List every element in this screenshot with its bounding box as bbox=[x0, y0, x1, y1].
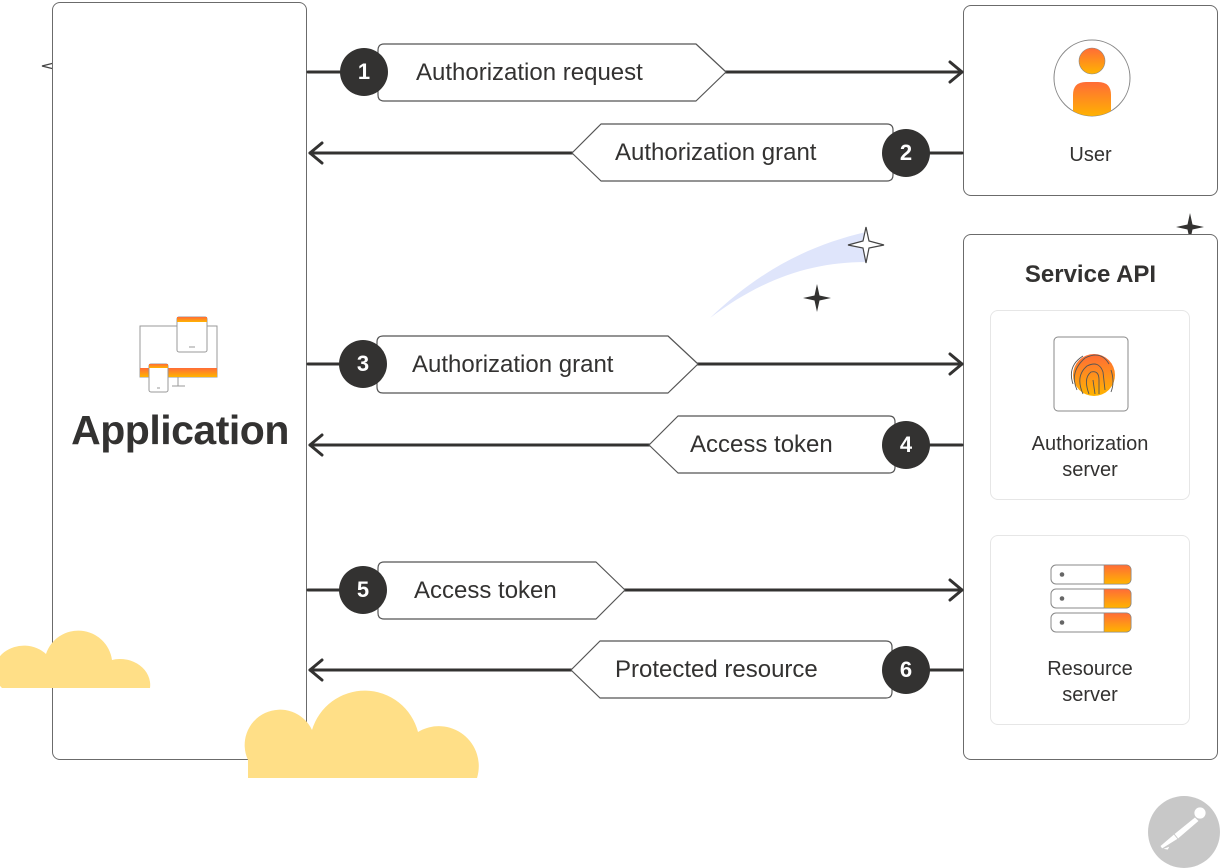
service-api-title: Service API bbox=[1024, 261, 1157, 288]
flow-2-label: Authorization grant bbox=[615, 139, 817, 166]
flow-6-label: Protected resource bbox=[615, 656, 818, 683]
user-avatar-icon bbox=[1053, 39, 1131, 117]
application-label: Application bbox=[71, 407, 289, 453]
step-4-badge: 4 bbox=[882, 421, 930, 469]
postman-logo-icon bbox=[1148, 796, 1220, 868]
flow-3-tag bbox=[376, 335, 699, 394]
flow-5-tag bbox=[377, 561, 626, 620]
step-3-badge: 3 bbox=[339, 340, 387, 388]
flow-1-arrowhead bbox=[948, 60, 964, 84]
fingerprint-icon bbox=[1053, 336, 1129, 412]
step-2-badge: 2 bbox=[882, 129, 930, 177]
service-api-node: Service API Authorization server bbox=[963, 234, 1218, 760]
flow-5-label: Access token bbox=[414, 577, 557, 604]
flow-2-arrowhead bbox=[308, 141, 324, 165]
flow-4-tag bbox=[648, 415, 896, 474]
cloud bbox=[244, 690, 479, 778]
flow-2-tag bbox=[571, 123, 894, 182]
application-node: Application bbox=[52, 2, 307, 760]
user-label: User bbox=[1069, 144, 1112, 166]
step-1-badge: 1 bbox=[340, 48, 388, 96]
resource-server-label: Resource server bbox=[1047, 658, 1133, 706]
sparkle-filled-icon bbox=[803, 284, 831, 312]
devices-icon bbox=[139, 316, 218, 393]
authorization-server-node: Authorization server bbox=[990, 310, 1190, 500]
cloud bbox=[0, 630, 151, 688]
flow-4-label: Access token bbox=[690, 431, 833, 458]
sparkle-filled-icon bbox=[1176, 213, 1204, 241]
step-6-badge: 6 bbox=[882, 646, 930, 694]
user-node: User bbox=[963, 5, 1218, 196]
flow-3-label: Authorization grant bbox=[412, 351, 614, 378]
resource-server-node: Resource server bbox=[990, 535, 1190, 725]
flow-1-tag bbox=[377, 43, 727, 102]
flow-6-tag bbox=[570, 640, 893, 699]
step-5-badge: 5 bbox=[339, 566, 387, 614]
flow-1-label: Authorization request bbox=[416, 59, 643, 86]
flow-4-arrowhead bbox=[308, 433, 324, 457]
flow-6-arrowhead bbox=[308, 658, 324, 682]
flow-3-arrowhead bbox=[948, 352, 964, 376]
flow-5-arrowhead bbox=[948, 578, 964, 602]
authorization-server-label: Authorization server bbox=[1031, 433, 1149, 481]
sparkle-outline-icon bbox=[847, 226, 885, 264]
server-stack-icon bbox=[1050, 564, 1132, 633]
